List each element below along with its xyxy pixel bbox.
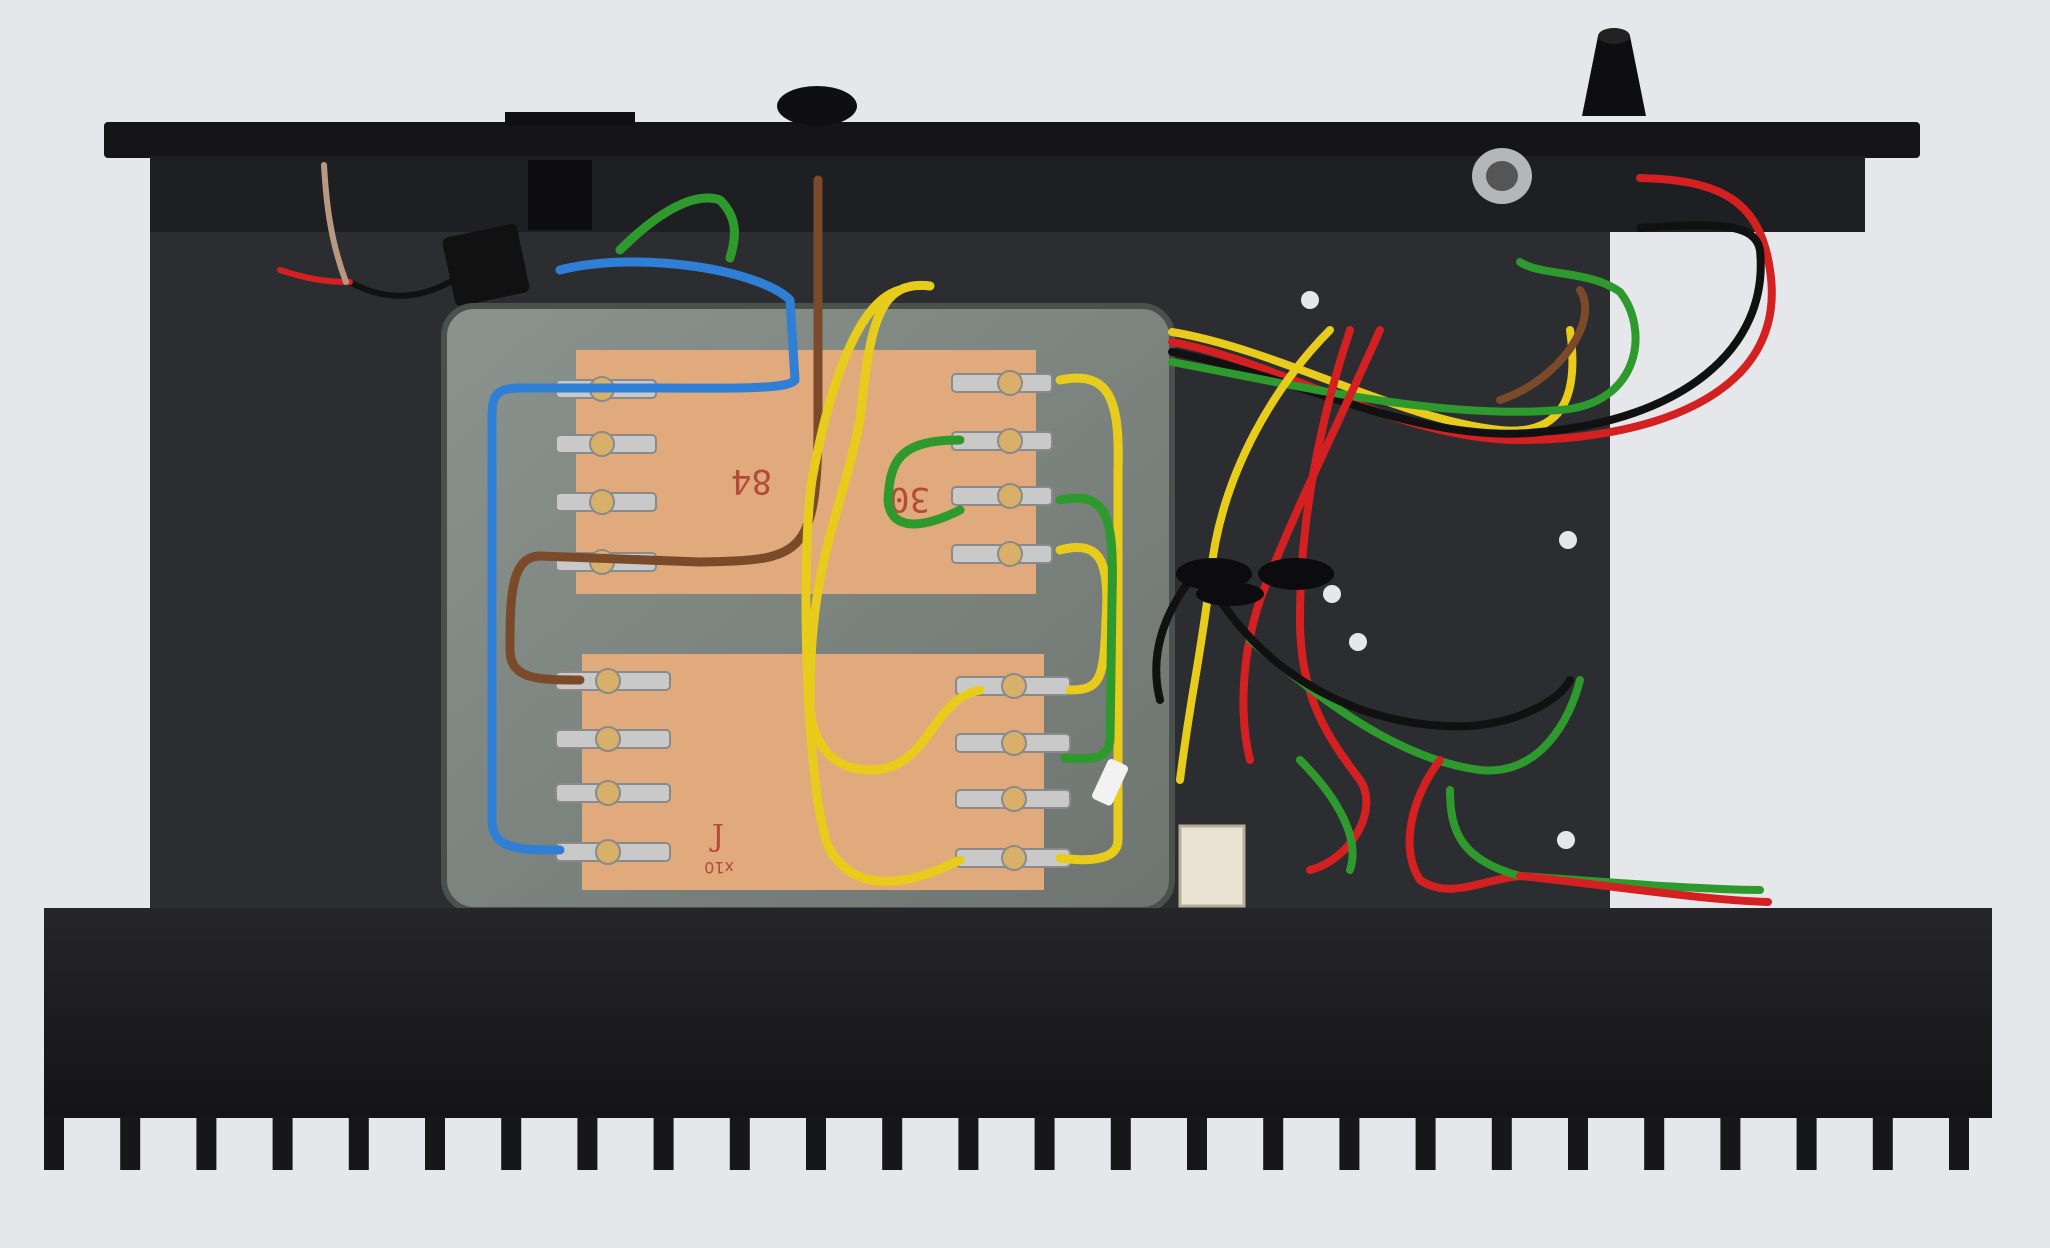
heatsink-fin xyxy=(1872,1116,1893,1170)
heatsink xyxy=(44,908,1992,1170)
heatsink-fin xyxy=(729,1116,750,1170)
heatsink-fin xyxy=(1034,1116,1055,1170)
yellow-wire-d xyxy=(1055,543,1112,695)
din-socket xyxy=(1472,148,1532,204)
board-marking-j: J xyxy=(709,819,724,854)
heatsink-fin xyxy=(1263,1116,1284,1170)
board-marking-x10: x10 xyxy=(704,858,734,877)
input-wires xyxy=(277,162,473,299)
heatsink-fin xyxy=(1415,1116,1436,1170)
yellow-wire-a xyxy=(805,280,985,775)
heatsink-fin xyxy=(272,1116,293,1170)
yellow-wire-c xyxy=(1055,373,1123,865)
green-wire-short xyxy=(883,435,965,529)
heatsink-fin xyxy=(1720,1116,1741,1170)
heatsink-fin xyxy=(44,1116,64,1170)
white-connector xyxy=(1178,824,1246,908)
heatsink-fin xyxy=(1949,1116,1969,1170)
cable-ties xyxy=(1176,558,1334,606)
heatsink-fin xyxy=(1339,1116,1360,1170)
fuse-holder xyxy=(1092,758,1129,806)
jack-socket xyxy=(528,160,592,230)
heatsink-fin xyxy=(1568,1116,1588,1170)
heatsink-fin xyxy=(806,1116,826,1170)
wire-harness xyxy=(1152,174,1776,906)
solder-lugs xyxy=(555,370,1071,871)
board-marking-84: 84 xyxy=(731,461,772,501)
mounting-holes xyxy=(1301,291,1577,849)
heatsink-fin xyxy=(196,1116,217,1170)
transformer-wiring xyxy=(487,175,1123,886)
heatsink-fin xyxy=(1187,1116,1207,1170)
heatsink-fin xyxy=(577,1116,598,1170)
heatsink-fin xyxy=(1491,1116,1512,1170)
heatsink-fin xyxy=(653,1116,674,1170)
power-switch xyxy=(777,86,857,126)
heatsink-fin xyxy=(120,1116,141,1170)
green-wire xyxy=(1055,493,1117,764)
heatsink-fin xyxy=(1110,1116,1131,1170)
heatsink-fin xyxy=(1796,1116,1817,1170)
heatsink-fin xyxy=(1644,1116,1665,1170)
yellow-wire-b xyxy=(801,285,965,886)
heatsink-fin xyxy=(348,1116,369,1170)
heatsink-fins xyxy=(44,1116,1969,1170)
heatsink-fin xyxy=(958,1116,979,1170)
blue-wire xyxy=(487,257,800,855)
connector-block xyxy=(442,223,530,307)
heatsink-fin xyxy=(882,1116,903,1170)
heatsink-fin xyxy=(501,1116,522,1170)
green-wire-top xyxy=(615,193,739,263)
front-panel xyxy=(104,112,1920,232)
volume-knob xyxy=(1582,28,1646,116)
heatsink-fin xyxy=(425,1116,445,1170)
